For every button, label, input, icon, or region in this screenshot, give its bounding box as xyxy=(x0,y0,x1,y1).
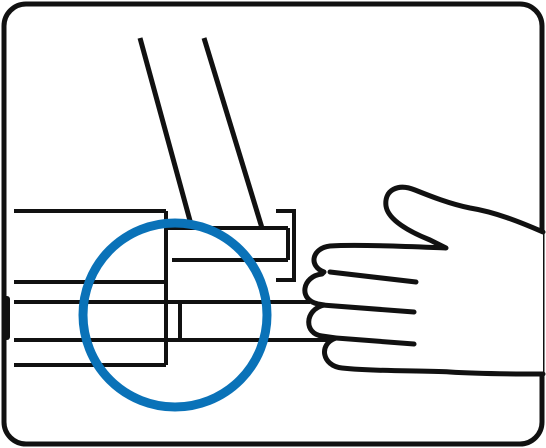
rail-bracket xyxy=(168,209,296,282)
edge-tab xyxy=(2,296,10,340)
hand-icon xyxy=(302,184,546,377)
support-legs xyxy=(137,37,265,229)
highlight-circle xyxy=(78,218,272,412)
left-housing xyxy=(14,209,330,367)
